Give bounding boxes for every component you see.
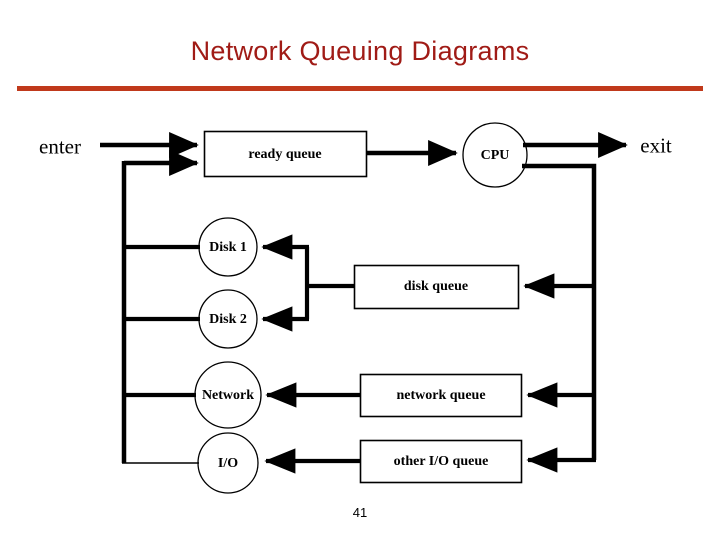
io-queue-box: [359, 439, 523, 484]
exit-label: exit: [640, 133, 672, 158]
disk2-label: Disk 2: [209, 312, 247, 327]
enter-label: enter: [39, 134, 81, 159]
page-number: 41: [352, 505, 368, 520]
disk1-label: Disk 1: [209, 240, 247, 255]
disk-queue-label: disk queue: [403, 279, 469, 294]
title-divider: [17, 86, 703, 91]
network-label: Network: [201, 388, 255, 403]
network-queue-box: [359, 373, 523, 418]
ready-queue-box: [203, 130, 368, 178]
disk-queue-box: [353, 264, 520, 310]
ready-queue-label: ready queue: [248, 147, 322, 162]
io-queue-label: other I/O queue: [393, 454, 489, 469]
cpu-label: CPU: [480, 148, 510, 163]
network-queue-label: network queue: [396, 388, 486, 403]
dispatch-trunk-line: [522, 163, 597, 460]
page-title: Network Queuing Diagrams: [190, 36, 530, 66]
io-label: I/O: [217, 456, 239, 471]
cpu-node: [462, 122, 528, 188]
